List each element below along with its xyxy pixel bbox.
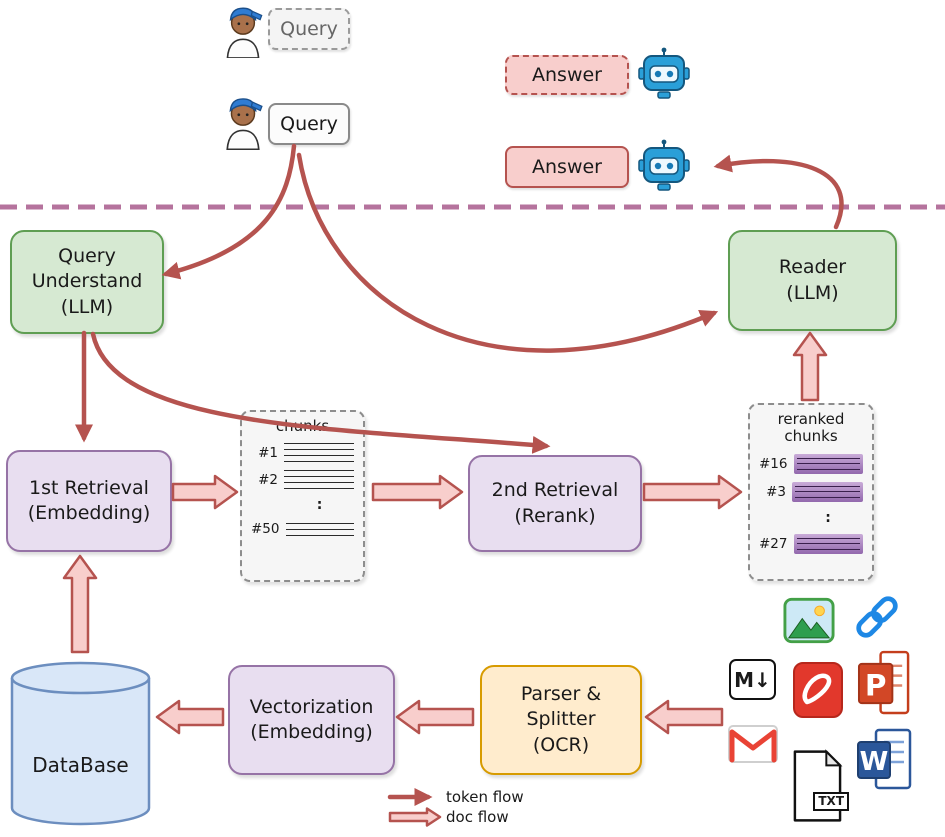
chunks-title: chunks	[275, 417, 330, 435]
node-parser-splitter: Parser & Splitter (OCR)	[480, 665, 642, 775]
chunk-row: #1	[251, 443, 354, 463]
chunk-row: #2	[251, 470, 354, 490]
node-line: 2nd Retrieval	[491, 479, 619, 502]
doc-flow-arrows	[62, 331, 828, 735]
query-box-dashed: Query	[268, 8, 350, 50]
robot-icon-dashed	[638, 46, 690, 100]
node-query-understand: Query Understand (LLM)	[10, 230, 164, 334]
answer-label: Answer	[532, 156, 602, 178]
link-icon	[852, 592, 902, 642]
powerpoint-letter: P	[865, 668, 887, 702]
legend-doc-flow-label: doc flow	[446, 808, 509, 826]
node-line: (Embedding)	[27, 502, 151, 524]
reranked-chunk-bar	[793, 453, 863, 474]
image-file-icon	[783, 597, 835, 644]
node-line: (Rerank)	[514, 504, 596, 527]
arrow-first-retrieval-to-chunks	[171, 474, 239, 510]
chunk-label: #27	[759, 535, 788, 552]
chunk-row: #50	[251, 521, 354, 537]
arrow-files-to-parser	[644, 699, 724, 735]
powerpoint-file-icon: P	[857, 648, 912, 719]
node-line: Vectorization	[249, 695, 374, 718]
arrow-query-to-query-understand	[161, 143, 297, 280]
chunk-ellipsis: :	[825, 509, 831, 526]
chunk-text-lines	[284, 443, 354, 463]
chunks-box: chunks #1 #2 : #50	[240, 410, 365, 582]
chunk-text-lines	[285, 522, 354, 536]
node-reader: Reader (LLM)	[728, 230, 897, 331]
chunk-label: #2	[258, 471, 278, 488]
markdown-label: M↓	[734, 667, 771, 692]
node-line: Understand	[31, 270, 143, 293]
chunk-row: #27	[759, 533, 863, 554]
answer-box: Answer	[505, 146, 629, 188]
user-icon-dashed	[222, 2, 264, 58]
node-second-retrieval: 2nd Retrieval (Rerank)	[468, 455, 642, 552]
chunk-row: #3	[759, 481, 863, 502]
txt-label: TXT	[813, 792, 849, 811]
legend-token-flow-label: token flow	[446, 788, 524, 806]
node-database: DataBase	[8, 658, 153, 830]
arrow-vectorization-to-database	[155, 699, 225, 735]
query-dashed-label: Query	[280, 18, 338, 40]
markdown-file-icon: M↓	[729, 659, 776, 700]
node-vectorization: Vectorization (Embedding)	[228, 665, 395, 775]
answer-dashed-label: Answer	[532, 64, 602, 86]
txt-file-icon: TXT	[789, 748, 849, 824]
node-line: Parser &	[520, 683, 602, 706]
node-line: (LLM)	[786, 281, 839, 304]
arrow-chunks-to-second-retrieval	[371, 474, 464, 510]
arrow-reader-to-answer	[713, 154, 844, 230]
database-label: DataBase	[32, 753, 129, 777]
node-line: 1st Retrieval	[29, 476, 149, 499]
word-file-icon: W	[856, 728, 912, 790]
chunk-row: #16	[759, 453, 863, 474]
node-line: (OCR)	[532, 733, 590, 756]
chunk-ellipsis: :	[316, 497, 323, 514]
legend-doc-arrow	[388, 807, 442, 827]
chunk-text-lines	[284, 470, 354, 490]
reranked-chunks-box: reranked chunks #16 #3 : #27	[748, 403, 874, 581]
node-first-retrieval: 1st Retrieval (Embedding)	[6, 450, 172, 552]
query-box: Query	[268, 103, 350, 145]
node-line: Query	[58, 245, 116, 268]
reranked-chunk-bar	[792, 481, 863, 502]
legend-arrows	[387, 788, 442, 827]
arrow-database-to-first-retrieval	[62, 554, 98, 654]
arrow-second-retrieval-to-reranked	[642, 474, 743, 510]
arrow-reranked-to-reader	[792, 331, 828, 402]
reranked-chunks-title: reranked chunks	[777, 410, 845, 446]
chunk-label: #16	[759, 455, 788, 472]
user-icon	[222, 92, 264, 150]
chunk-label: #1	[258, 444, 278, 461]
node-line: Splitter	[526, 708, 596, 731]
gmail-icon	[727, 722, 779, 766]
pdf-file-icon	[792, 661, 844, 719]
robot-icon	[638, 138, 690, 192]
query-label: Query	[280, 113, 338, 135]
word-letter: W	[860, 747, 889, 777]
answer-box-dashed: Answer	[505, 55, 629, 95]
arrow-parser-to-vectorization	[395, 699, 475, 735]
node-line: (LLM)	[60, 295, 114, 318]
node-line: (Embedding)	[250, 721, 373, 743]
chunk-label: #50	[251, 521, 280, 538]
node-line: Reader	[778, 256, 847, 279]
reranked-chunk-bar	[793, 533, 863, 554]
chunk-label: #3	[766, 483, 786, 500]
